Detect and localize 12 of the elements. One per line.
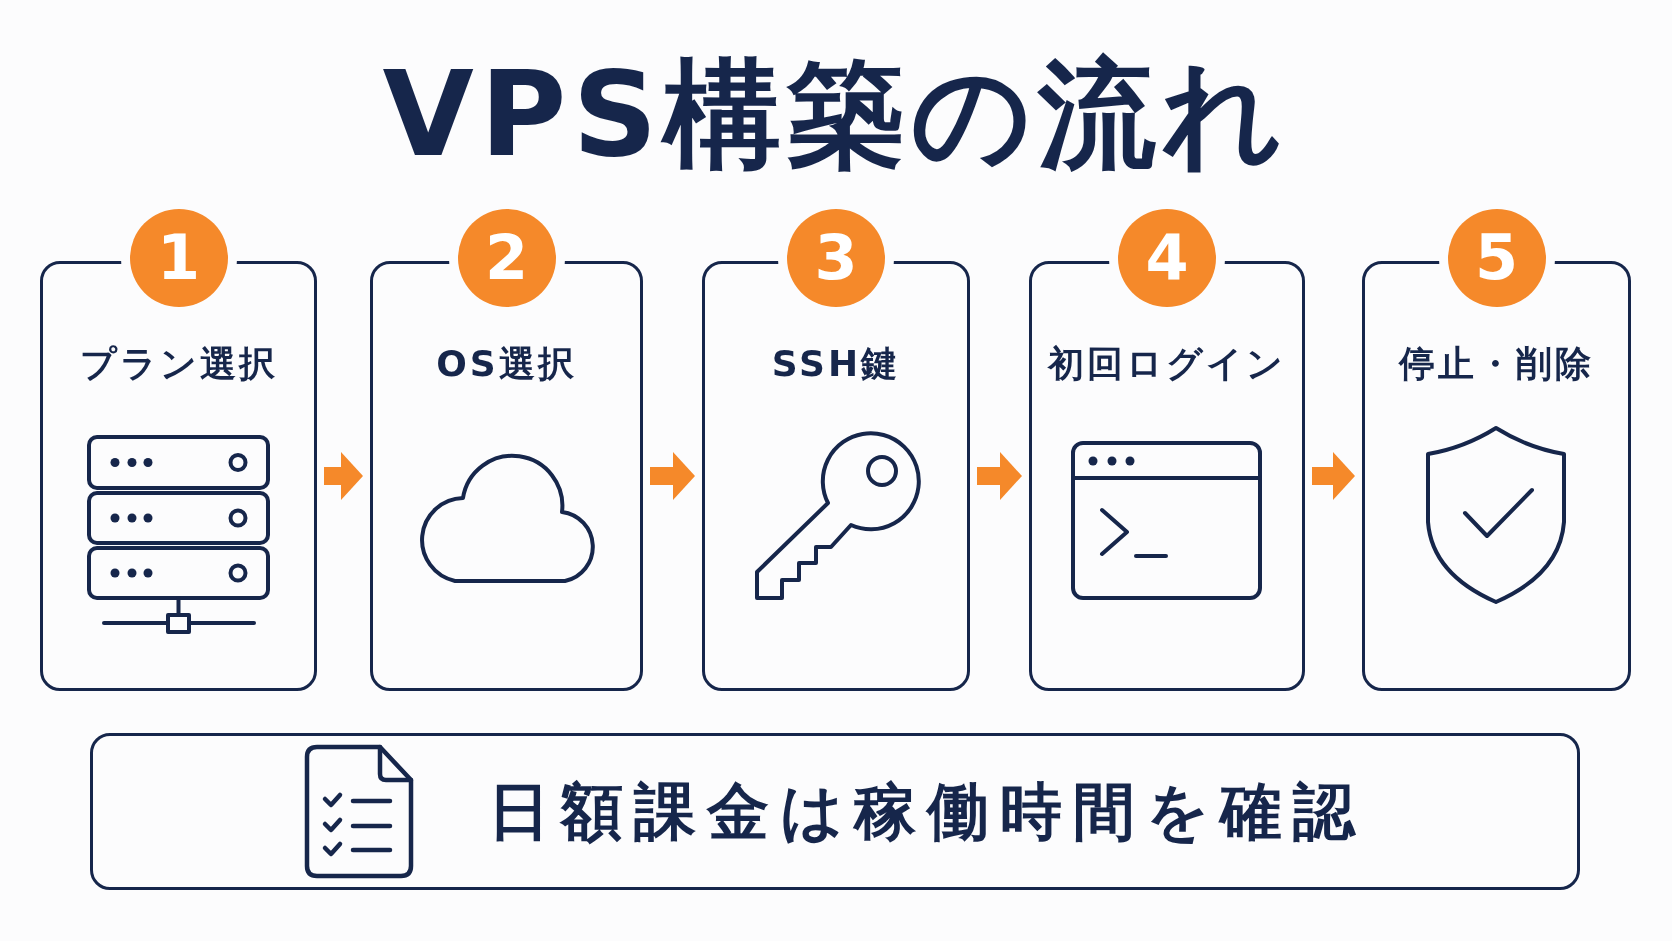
flow-arrow: [977, 452, 1022, 500]
step-title: OS選択: [436, 342, 577, 386]
flow-arrow: [1312, 452, 1355, 500]
step-title: 初回ログイン: [1048, 342, 1286, 386]
note-text: 日額課金は稼働時間を確認: [488, 773, 1366, 850]
step-title: SSH鍵: [771, 342, 901, 386]
flow-arrow: [324, 452, 363, 500]
flow-arrow: [650, 452, 695, 500]
step-title: 停止・削除: [1399, 342, 1594, 386]
step-title: プラン選択: [79, 342, 278, 386]
note-banner: [90, 733, 1580, 890]
title: VPS構築の流れ: [382, 44, 1290, 184]
